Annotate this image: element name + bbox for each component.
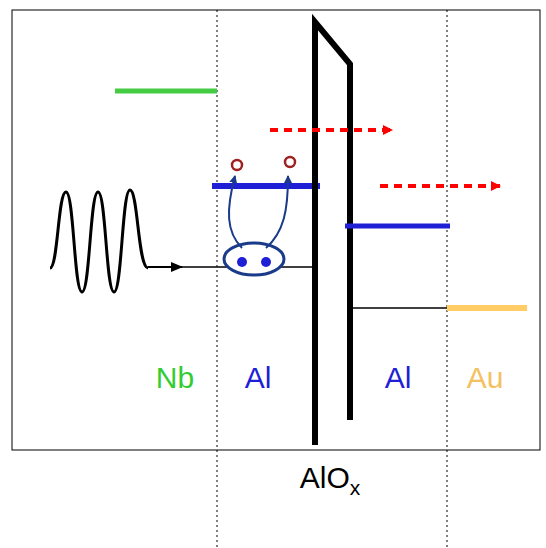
barrier-label: AlOx [300, 463, 361, 498]
photon-wave [50, 190, 148, 292]
layer-label: Au [467, 363, 504, 393]
excitation-arrow [229, 176, 242, 248]
quasiparticle [285, 157, 295, 167]
electron [261, 257, 271, 267]
frame [12, 10, 540, 450]
cooper-pair [224, 243, 284, 275]
layer-label: Nb [156, 363, 194, 393]
boundary-line [447, 10, 448, 548]
au-level [447, 305, 527, 311]
tunnel-barrier [315, 22, 350, 445]
layer-label: Al [245, 363, 272, 393]
layer-label: Al [385, 363, 412, 393]
nb-gap-level [115, 89, 217, 94]
tunneling-arrow [380, 184, 500, 188]
excitation-arrow [266, 176, 288, 248]
al-gap-level [345, 224, 450, 229]
tunneling-arrow [270, 128, 392, 132]
photon-arrow [148, 266, 182, 268]
electron [237, 257, 247, 267]
fermi-level [350, 307, 447, 309]
al-gap-level [212, 183, 320, 189]
quasiparticle [232, 160, 242, 170]
